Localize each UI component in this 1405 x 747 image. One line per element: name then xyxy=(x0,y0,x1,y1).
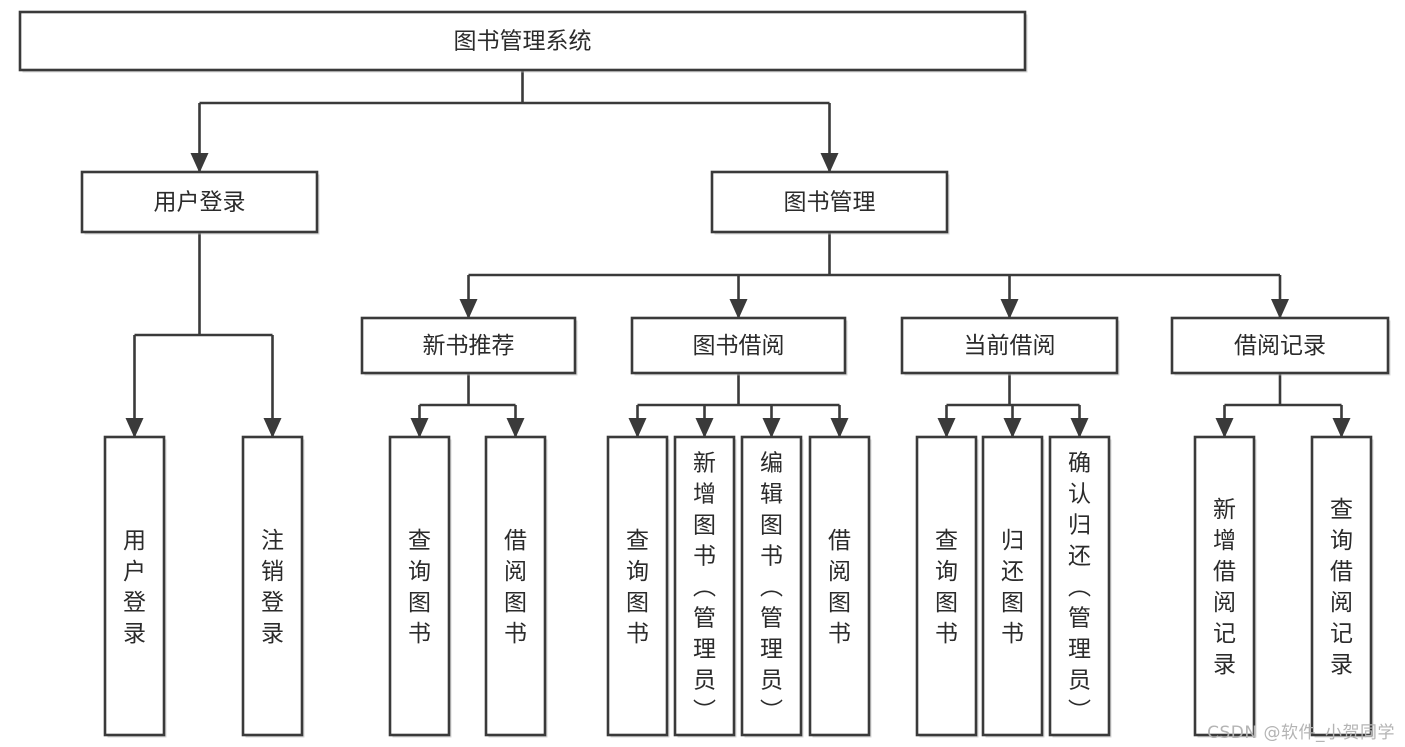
leaf-2-2[interactable]: 确认归还︵管理员︶ xyxy=(1048,435,1112,738)
leaf-3-1[interactable]: 查询借阅记录 xyxy=(1310,435,1374,738)
arrow-head-icon xyxy=(937,418,956,438)
node-label: 图书管理 xyxy=(784,190,876,216)
node-label: 用户登录 xyxy=(123,528,146,647)
arrow-head-icon xyxy=(263,418,282,438)
arrow-head-icon xyxy=(1070,418,1089,438)
leaf-2-1[interactable]: 归还图书 xyxy=(981,435,1045,738)
node-label: 新增图书︵管理员︶ xyxy=(693,451,716,725)
node-label: 图书借阅 xyxy=(693,333,785,359)
leaf-1-1[interactable]: 新增图书︵管理员︶ xyxy=(673,435,737,738)
arrow-head-icon xyxy=(1332,418,1351,438)
arrow-head-icon xyxy=(1215,418,1234,438)
node-label: 借阅图书 xyxy=(504,528,527,647)
watermark-text: CSDN @软件_小贺同学 xyxy=(1207,723,1395,743)
arrow-head-icon xyxy=(729,299,748,319)
arrow-head-icon xyxy=(410,418,429,438)
node-label: 借阅记录 xyxy=(1234,333,1326,359)
arrow-head-icon xyxy=(1000,299,1019,319)
arrow-head-icon xyxy=(125,418,144,438)
leaf-3-0[interactable]: 新增借阅记录 xyxy=(1193,435,1257,738)
arrow-head-icon xyxy=(459,299,478,319)
node-label: 借阅图书 xyxy=(828,528,851,647)
node-sub-3[interactable]: 借阅记录 xyxy=(1170,316,1391,376)
edges-layer xyxy=(125,70,1351,438)
node-sub-1[interactable]: 图书借阅 xyxy=(630,316,848,376)
node-label: 查询图书 xyxy=(626,528,649,647)
node-label: 编辑图书︵管理员︶ xyxy=(760,451,783,725)
node-user-login[interactable]: 用户登录 xyxy=(80,170,320,235)
arrow-head-icon xyxy=(1003,418,1022,438)
leaf-1-2[interactable]: 编辑图书︵管理员︶ xyxy=(740,435,804,738)
node-book-management[interactable]: 图书管理 xyxy=(710,170,950,235)
arrow-head-icon xyxy=(1271,299,1289,319)
arrow-head-icon xyxy=(506,418,525,438)
arrow-head-icon xyxy=(628,418,647,438)
leaf-user-login-0[interactable]: 用户登录 xyxy=(103,435,167,738)
node-label: 查询图书 xyxy=(408,528,431,647)
node-sub-2[interactable]: 当前借阅 xyxy=(900,316,1120,376)
nodes-layer: 图书管理系统用户登录用户登录注销登录图书管理新书推荐查询图书借阅图书图书借阅查询… xyxy=(18,10,1391,738)
node-label: 归还图书 xyxy=(1001,528,1024,647)
node-label: 用户登录 xyxy=(154,190,246,216)
node-root[interactable]: 图书管理系统 xyxy=(18,10,1028,73)
arrow-head-icon xyxy=(762,418,781,438)
node-label: 查询图书 xyxy=(935,528,958,647)
arrow-head-icon xyxy=(820,153,839,173)
node-label: 确认归还︵管理员︶ xyxy=(1068,451,1091,725)
leaf-0-1[interactable]: 借阅图书 xyxy=(484,435,548,738)
leaf-2-0[interactable]: 查询图书 xyxy=(915,435,979,738)
arrow-head-icon xyxy=(695,418,714,438)
leaf-user-login-1[interactable]: 注销登录 xyxy=(241,435,305,738)
node-label: 当前借阅 xyxy=(964,333,1056,359)
leaf-1-0[interactable]: 查询图书 xyxy=(606,435,670,738)
leaf-0-0[interactable]: 查询图书 xyxy=(388,435,452,738)
node-label: 注销登录 xyxy=(261,528,284,647)
node-label: 查询借阅记录 xyxy=(1330,497,1353,678)
arrow-head-icon xyxy=(830,418,849,438)
node-label: 新增借阅记录 xyxy=(1213,497,1236,678)
node-label: 新书推荐 xyxy=(423,333,515,359)
leaf-1-3[interactable]: 借阅图书 xyxy=(808,435,872,738)
node-label: 图书管理系统 xyxy=(454,29,592,55)
node-sub-0[interactable]: 新书推荐 xyxy=(360,316,578,376)
arrow-head-icon xyxy=(190,153,209,173)
